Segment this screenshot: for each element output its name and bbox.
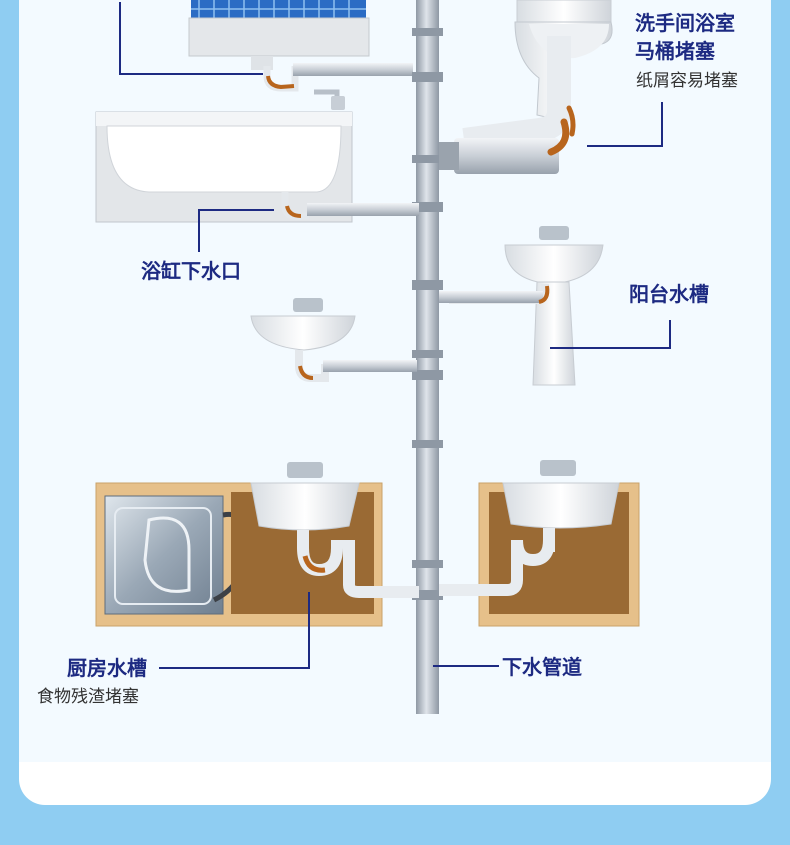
window-callout-line: [119, 2, 263, 75]
drain-pipe-label: 下水管道: [502, 655, 582, 679]
washbasin-icon: [250, 298, 417, 382]
bathtub-callout-line: [198, 209, 274, 252]
kitchen-callout-line: [159, 592, 310, 669]
kitchen-sink-icon: [231, 462, 419, 614]
drain-pipe-icon: [412, 0, 443, 714]
kitchen-sink-label: 厨房水槽: [67, 656, 147, 680]
window-icon: [188, 0, 413, 92]
balcony-callout-line: [550, 320, 671, 349]
bathtub-icon: [95, 89, 419, 223]
callout-lines: [119, 2, 671, 669]
kitchen-sink-icon: [439, 460, 640, 627]
kitchen-sink-subtitle: 食物残渣堵塞: [37, 687, 139, 707]
bathtub-label: 浴缸下水口: [141, 259, 241, 283]
pedestal-sink-icon: [439, 226, 604, 386]
balcony-sink-label: 阳台水槽: [629, 282, 709, 306]
plumbing-diagram: [19, 0, 771, 762]
diagram-card: 洗手间浴室 马桶堵塞 纸屑容易堵塞 浴缸下水口 阳台水槽 厨房水槽 食物残渣堵塞…: [19, 0, 771, 805]
toilet-label-line2: 马桶堵塞: [635, 39, 715, 63]
toilet-icon: [439, 0, 613, 174]
toilet-callout-line: [587, 102, 663, 147]
toilet-subtitle: 纸屑容易堵塞: [636, 71, 738, 91]
toilet-label-line1: 洗手间浴室: [635, 11, 735, 35]
